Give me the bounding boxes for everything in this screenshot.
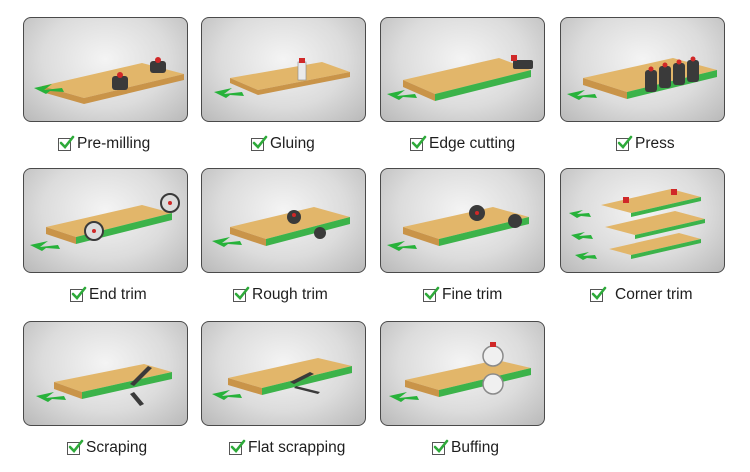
caption-pre-milling: Pre-milling [57,133,150,155]
checkbox-check-icon [70,286,87,302]
caption-edge-cutting: Edge cutting [409,133,515,155]
caption-label: Fine trim [442,286,503,303]
tile-flat-scrapping [201,321,366,426]
caption-label: Edge cutting [429,135,516,152]
checkbox-check-icon [233,286,250,302]
tile-corner-trim [560,168,725,273]
caption-gluing: Gluing [250,133,315,155]
checkbox-check-icon [616,135,633,151]
caption-scraping: Scraping [66,437,147,459]
caption-rough-trim: Rough trim [232,284,328,306]
caption-flat-scrapping: Flat scrapping [228,437,345,459]
caption-press: Press [615,133,675,155]
caption-label: Corner trim [615,286,693,303]
checkbox-check-icon [432,439,449,455]
tile-scraping [23,321,188,426]
caption-label: Gluing [270,135,315,152]
checkbox-check-icon [229,439,246,455]
tile-end-trim [23,168,188,273]
caption-label: Pre-milling [77,135,151,152]
tile-rough-trim [201,168,366,273]
checkbox-check-icon [58,135,75,151]
checkbox-check-icon [67,439,84,455]
checkbox-check-icon [590,286,607,302]
caption-buffing: Buffing [431,437,499,459]
checkbox-check-icon [410,135,427,151]
tile-fine-trim [380,168,545,273]
checkbox-check-icon [251,135,268,151]
tile-edge-cutting [380,17,545,122]
caption-label: Press [635,135,675,152]
caption-label: Buffing [451,439,499,456]
caption-label: Rough trim [252,286,328,303]
caption-corner-trim: Corner trim [589,284,693,306]
tile-gluing [201,17,366,122]
caption-label: End trim [89,286,147,303]
checkbox-check-icon [423,286,440,302]
tile-press [560,17,725,122]
caption-end-trim: End trim [69,284,147,306]
caption-label: Flat scrapping [248,439,346,456]
tile-pre-milling [23,17,188,122]
caption-fine-trim: Fine trim [422,284,502,306]
caption-label: Scraping [86,439,148,456]
tile-buffing [380,321,545,426]
